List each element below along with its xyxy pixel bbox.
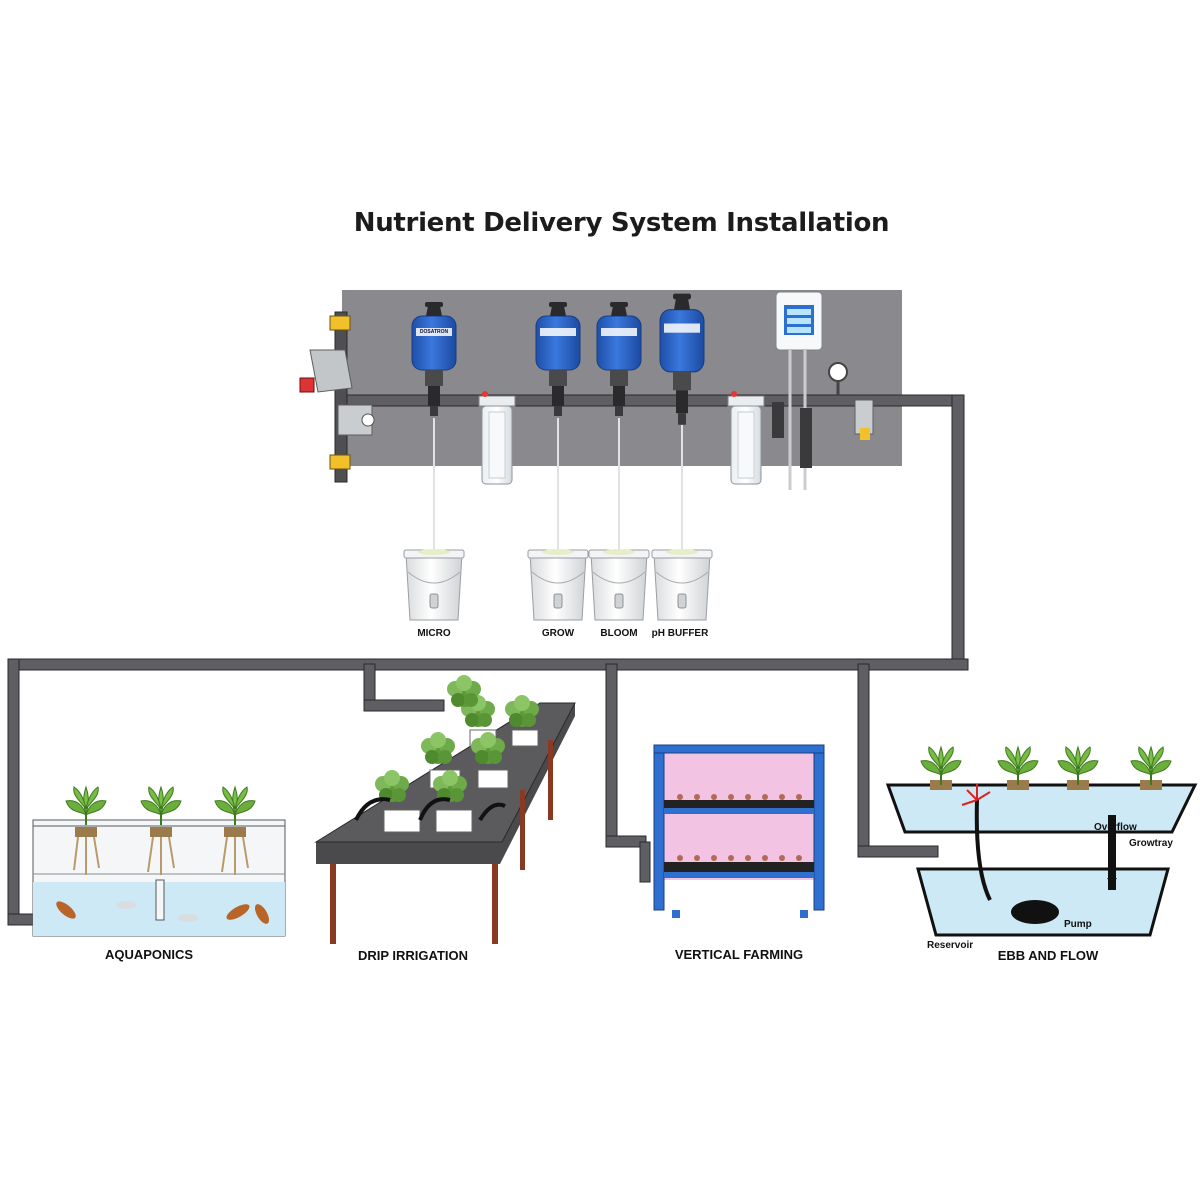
label-growtray: Growtray [1129,838,1173,849]
vertical-farming-system [639,744,825,918]
bucket-grow [527,548,589,621]
aquaponics-system [32,786,286,937]
label-pump: Pump [1064,919,1092,930]
container-label-grow: GROW [542,628,575,639]
system-label-drip-irrigation: DRIP IRRIGATION [358,948,468,963]
filter-housing-2 [727,390,765,485]
ph-ec-controller [772,291,823,490]
label-reservoir: Reservoir [927,940,973,951]
container-label-micro: MICRO [417,628,451,639]
brand-label: DOSATRON [420,329,449,335]
ebb-and-flow-system [885,746,1198,937]
bucket-ph-buffer [651,548,713,621]
page-title: Nutrient Delivery System Installation [353,208,890,238]
filter-housing-1 [478,390,516,485]
pressure-gauge [828,362,874,440]
system-label-aquaponics: AQUAPONICS [105,947,193,962]
label-overflow: Overflow [1094,822,1137,833]
drip-irrigation-system [314,675,576,944]
inlet-valve-assembly [299,311,375,483]
container-label-bloom: BLOOM [600,628,637,639]
system-label-ebb-and-flow: EBB AND FLOW [998,948,1099,963]
bucket-micro [403,548,465,621]
container-label-ph-buffer: pH BUFFER [652,628,709,639]
bucket-bloom [588,548,650,621]
system-label-vertical-farming: VERTICAL FARMING [675,947,803,962]
